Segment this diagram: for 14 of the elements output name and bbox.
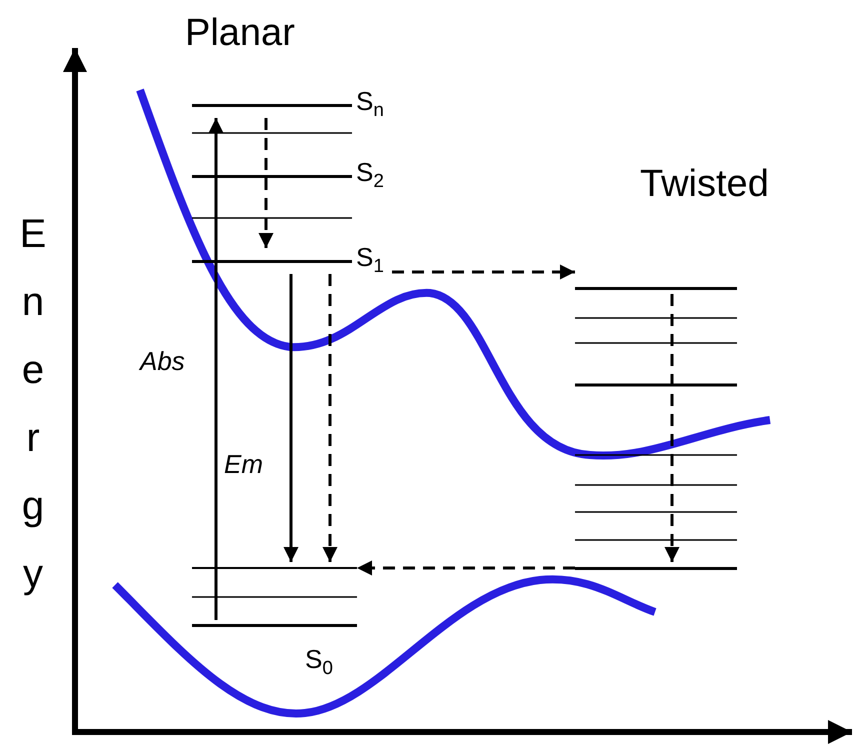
arrow [664, 294, 680, 562]
state-label: S$_{2}$ [356, 159, 384, 194]
arrow [284, 274, 298, 562]
axis-title: Energy [18, 211, 48, 598]
panel-title: Twisted [640, 163, 769, 206]
arrow [392, 264, 575, 280]
arrow [357, 560, 575, 576]
arrow [322, 274, 338, 562]
arrow [208, 118, 224, 620]
state-label: S$_{0}$ [305, 646, 333, 682]
state-label: S$_{n}$ [356, 88, 384, 124]
state-label: S$_{1}$ [356, 244, 384, 280]
panel-title: Planar [185, 12, 295, 55]
arrow [258, 118, 274, 248]
